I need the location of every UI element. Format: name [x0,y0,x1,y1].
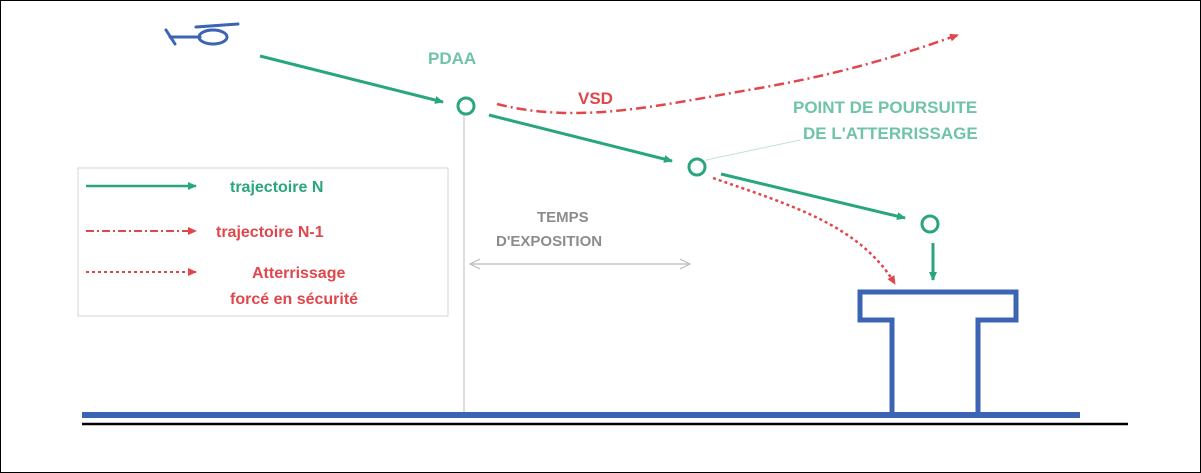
landing-label-line1: POINT DE POURSUITE [793,98,977,117]
legend-label-forced-landing-line1: Atterrissage [252,265,345,282]
vsd-label: VSD [578,89,613,108]
landing-label-leader [705,139,801,161]
exposure-label-line1: TEMPS [537,209,589,226]
exposure-label-line2: D'EXPOSITION [496,233,602,250]
legend-label-trajectory-n: trajectoire N [230,179,323,196]
trajectory-n-1-vsd [496,33,959,115]
pdaa-label: PDAA [428,49,476,68]
elevated-helipad [857,289,1019,412]
legend-box [77,167,449,317]
legend-label-forced-landing-line2: forcé en sécurité [230,291,358,308]
landing-label-line2: DE L'ATTERRISSAGE [803,124,978,143]
trajectory-n-segment-1 [259,54,444,104]
forced-landing-trajectory [712,176,897,285]
pdaa-point [456,96,476,116]
legend-label-trajectory-n-1: trajectoire N-1 [216,224,324,241]
helicopter-icon [164,22,240,46]
final-approach-point [920,214,940,234]
legend: trajectoire N trajectoire N-1 Atterrissa… [77,167,449,317]
trajectory-n-segment-3 [720,172,906,221]
landing-continuation-point [687,157,707,177]
trajectory-n-segment-2 [488,113,673,163]
